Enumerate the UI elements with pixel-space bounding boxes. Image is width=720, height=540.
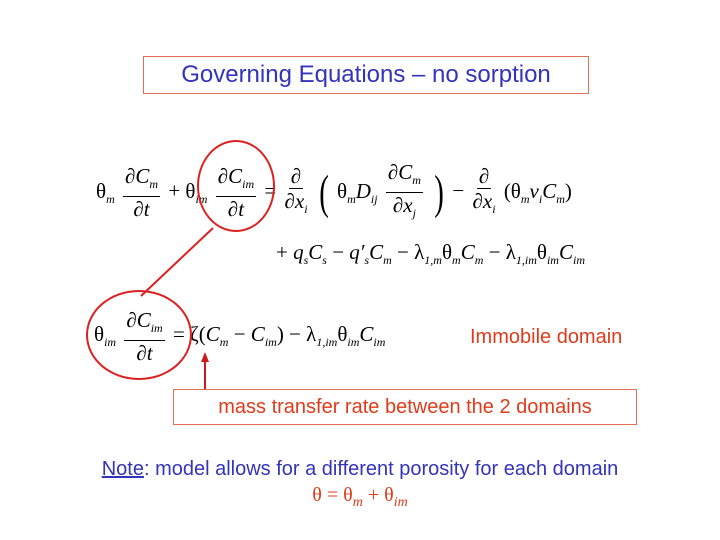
immobile-domain-label: Immobile domain bbox=[470, 326, 623, 348]
porosity-formula: θ = θm + θim bbox=[312, 484, 408, 510]
highlight-circle-top bbox=[197, 140, 275, 232]
highlight-circle-bottom bbox=[86, 290, 192, 380]
mass-transfer-box: mass transfer rate between the 2 domains bbox=[173, 389, 637, 425]
mass-transfer-label: mass transfer rate between the 2 domains bbox=[218, 395, 592, 418]
mobile-equation-line2: + qsCs − q′sCm − λ1,mθmCm − λ1,imθimCim bbox=[276, 240, 585, 268]
title-box: Governing Equations – no sorption bbox=[143, 56, 589, 94]
note-prefix: Note bbox=[101, 458, 144, 480]
note-line: Note: model allows for a different poros… bbox=[0, 458, 720, 481]
note-text: : model allows for a different porosity … bbox=[143, 458, 619, 480]
slide-title: Governing Equations – no sorption bbox=[181, 61, 551, 88]
